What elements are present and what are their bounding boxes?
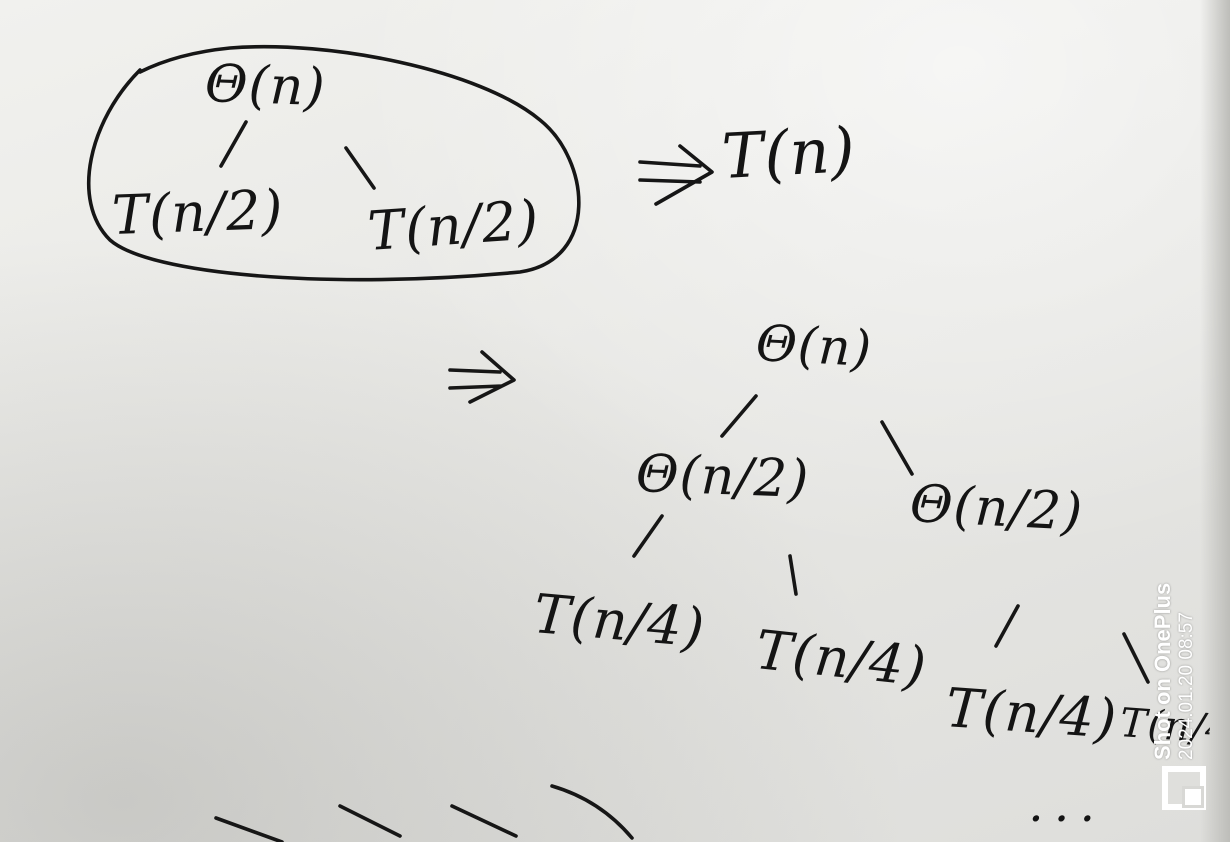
ellipsis-label: . . .	[1030, 790, 1095, 830]
edge-right-mid-leaf4	[1122, 632, 1150, 684]
camera-watermark: Shot on OnePlus 2024.01.20 08:57	[1150, 530, 1220, 820]
edge-left-mid-leaf2	[788, 554, 798, 596]
paper-edge-shadow	[1200, 0, 1230, 842]
edge-top-right	[344, 146, 376, 190]
right-mid-label: Θ(n/2)	[908, 474, 1085, 544]
edge-mid-root-left	[720, 394, 758, 438]
left-top-label: T(n/2)	[110, 178, 285, 247]
edge-mid-root-right	[880, 420, 914, 476]
result-label: T(n)	[720, 113, 858, 193]
circle-around-top-tree	[87, 44, 581, 282]
oneplus-logo-icon	[1162, 766, 1206, 810]
arrow-1-shape	[638, 144, 714, 206]
watermark-datetime: 2024.01.20 08:57	[1176, 612, 1197, 760]
watermark-text: Shot on OnePlus 2024.01.20 08:57	[1150, 530, 1198, 760]
edge-left-mid-leaf1	[632, 514, 664, 558]
arrow-2-shape	[448, 350, 516, 404]
left-mid-label: Θ(n/2)	[634, 444, 811, 511]
right-top-label: T(n/2)	[365, 188, 542, 263]
watermark-brand: Shot on OnePlus	[1150, 582, 1175, 760]
root-top-label: Θ(n)	[203, 54, 327, 119]
bottom-scribble	[214, 784, 634, 842]
root-mid-label: Θ(n)	[754, 314, 874, 379]
leaf-3-label: T(n/4)	[943, 676, 1120, 751]
edge-right-mid-leaf3	[994, 604, 1020, 648]
edge-top-left	[219, 120, 248, 168]
